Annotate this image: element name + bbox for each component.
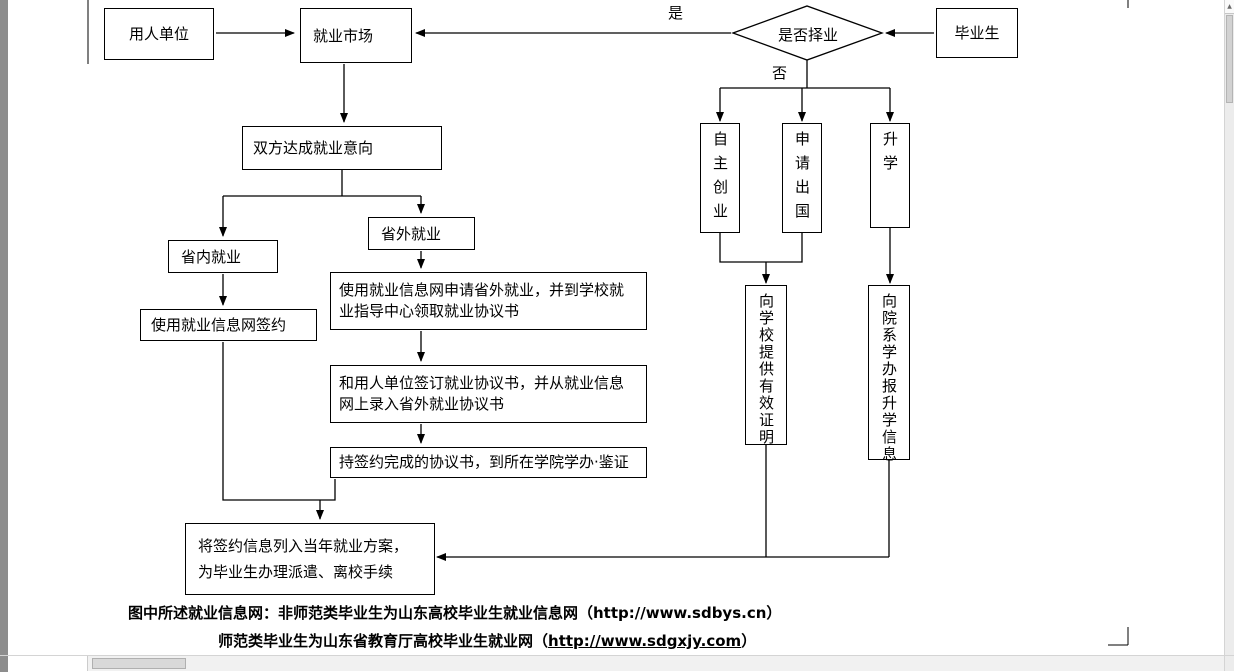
node-verify-agreement-label: 持签约完成的协议书，到所在学院学办·鉴证 — [339, 453, 629, 471]
footnote-line1: 图中所述就业信息网：非师范类毕业生为山东高校毕业生就业信息网（http://ww… — [128, 602, 781, 623]
footnote-line1-text: 图中所述就业信息网：非师范类毕业生为山东高校毕业生就业信息网（http://ww… — [128, 604, 782, 622]
node-provide-proof: 向学校提供有效证明 — [745, 285, 787, 446]
node-further-study-label: 升学 — [881, 131, 899, 179]
node-further-study: 升学 — [870, 123, 910, 228]
node-report-study-info-label: 向院系学办报升学信息 — [880, 293, 898, 463]
node-in-province: 省内就业 — [168, 240, 278, 273]
node-out-province: 省外就业 — [368, 217, 475, 250]
edge-label-yes: 是 — [668, 2, 683, 23]
scroll-up-icon[interactable]: ▲ — [1225, 0, 1234, 14]
node-report-study-info: 向院系学办报升学信息 — [868, 285, 910, 463]
node-self-employment: 自主创业 — [700, 123, 740, 233]
horizontal-scroll-thumb[interactable] — [92, 658, 186, 669]
node-mutual-intent: 双方达成就业意向 — [242, 126, 442, 170]
horizontal-scrollbar[interactable] — [0, 655, 1234, 672]
footnote-line2-suffix: ） — [741, 632, 757, 650]
vertical-scroll-thumb[interactable] — [1226, 15, 1233, 103]
node-employment-plan: 将签约信息列入当年就业方案， 为毕业生办理派遣、离校手续 — [185, 523, 435, 595]
node-decision: 是否择业 — [752, 24, 864, 45]
footnote-line2-hyperlink[interactable]: http://www.sdgxjy.com — [548, 632, 742, 650]
footnote-line2: 师范类毕业生为山东省教育厅高校毕业生就业网（http://www.sdgxjy.… — [218, 630, 756, 651]
footnote-line2-prefix: 师范类毕业生为山东省教育厅高校毕业生就业网（ — [218, 632, 549, 650]
window-edge-strip — [0, 0, 8, 655]
node-out-province-label: 省外就业 — [381, 224, 442, 243]
node-verify-agreement: 持签约完成的协议书，到所在学院学办·鉴证 — [330, 447, 647, 478]
document-page: 用人单位 就业市场 是否择业 毕业生 是 否 双方达成就业意向 省内就业 省外就… — [87, 0, 1129, 651]
node-decision-label: 是否择业 — [777, 26, 838, 44]
scrollbar-left-corner — [0, 656, 8, 672]
node-apply-out-province: 使用就业信息网申请省外就业，并到学校就 业指导中心领取就业协议书 — [330, 272, 647, 330]
scrollbar-right-corner — [1224, 656, 1234, 671]
node-self-employment-label: 自主创业 — [711, 131, 729, 227]
node-provide-proof-label: 向学校提供有效证明 — [757, 293, 775, 446]
node-graduate-label: 毕业生 — [954, 24, 1000, 42]
node-mutual-intent-label: 双方达成就业意向 — [253, 139, 374, 157]
node-employment-market-label: 就业市场 — [313, 26, 374, 45]
edge-label-yes-text: 是 — [668, 4, 684, 22]
node-in-province-label: 省内就业 — [181, 247, 242, 266]
node-apply-abroad: 申请出国 — [782, 123, 822, 233]
node-sign-online-label: 使用就业信息网签约 — [151, 316, 287, 334]
node-employment-market: 就业市场 — [300, 8, 412, 63]
scroll-up-glyph: ▲ — [1227, 3, 1232, 10]
node-employment-plan-label: 将签约信息列入当年就业方案， 为毕业生办理派遣、离校手续 — [198, 537, 409, 581]
node-apply-abroad-label: 申请出国 — [793, 131, 811, 227]
node-employer-label: 用人单位 — [128, 25, 189, 43]
view-buttons-area[interactable] — [8, 656, 88, 671]
node-apply-out-province-label: 使用就业信息网申请省外就业，并到学校就 业指导中心领取就业协议书 — [339, 281, 625, 320]
edge-label-no-text: 否 — [772, 64, 788, 82]
node-employer: 用人单位 — [104, 8, 214, 60]
node-graduate: 毕业生 — [936, 8, 1018, 58]
edge-label-no: 否 — [772, 62, 787, 83]
node-sign-agreement-label: 和用人单位签订就业协议书，并从就业信息 网上录入省外就业协议书 — [339, 374, 625, 413]
node-sign-online: 使用就业信息网签约 — [140, 309, 317, 341]
node-sign-agreement: 和用人单位签订就业协议书，并从就业信息 网上录入省外就业协议书 — [330, 365, 647, 423]
vertical-scrollbar[interactable]: ▲ — [1224, 0, 1234, 655]
